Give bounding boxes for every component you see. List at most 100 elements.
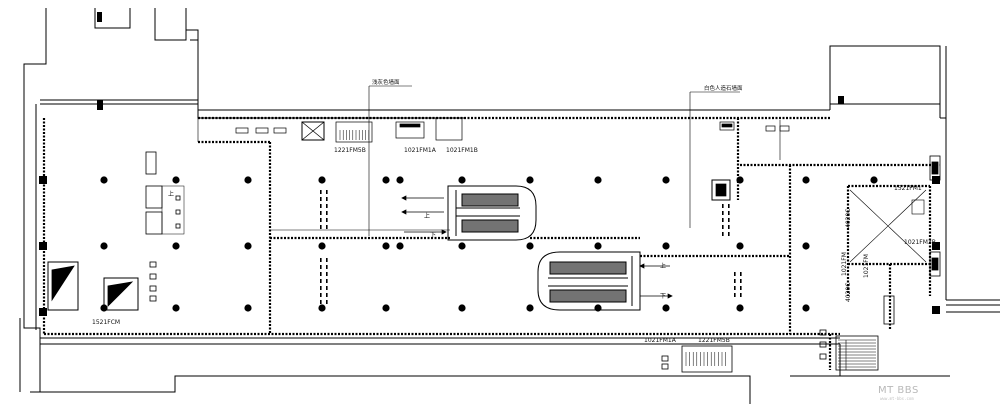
round-column	[100, 242, 108, 250]
floor-stripe	[734, 279, 736, 283]
floor-stripe	[728, 232, 730, 236]
floor-stripe	[320, 190, 322, 194]
round-column	[396, 242, 404, 250]
room-label: 1021FM	[841, 252, 848, 276]
round-column	[382, 304, 390, 312]
round-column	[526, 176, 534, 184]
bottom-stair-hatch	[685, 339, 876, 368]
round-column	[594, 304, 602, 312]
round-column	[382, 176, 390, 184]
annotation-white-stone-wall: 白色人造石墙面	[704, 84, 743, 92]
round-column	[870, 176, 878, 184]
floor-stripe	[326, 258, 328, 262]
floor-stripe	[326, 300, 328, 304]
round-column	[736, 304, 744, 312]
floor-stripe	[320, 258, 322, 262]
round-column	[526, 304, 534, 312]
floor-stripe	[740, 286, 742, 290]
room-label: 1021FM	[863, 254, 870, 278]
column	[932, 242, 940, 250]
floor-stripe	[728, 218, 730, 222]
floor-stripe	[326, 225, 328, 229]
floor-stripe	[326, 279, 328, 283]
column	[97, 100, 103, 110]
round-column	[244, 304, 252, 312]
floor-stripe	[320, 286, 322, 290]
door-label: 1521FM1	[894, 185, 922, 192]
room-label: 4020C	[845, 209, 852, 228]
floor-stripe	[722, 204, 724, 208]
floor-stripe	[320, 211, 322, 215]
room-label: 4020C	[845, 283, 852, 302]
round-column	[736, 176, 744, 184]
door-label: 1521FCM	[92, 319, 120, 326]
round-columns	[100, 176, 878, 312]
column	[838, 96, 844, 104]
floor-stripe	[320, 279, 322, 283]
floor-stripe	[326, 265, 328, 269]
watermark-url: www.mt-bbs.com	[880, 396, 914, 401]
escalator-up-label: 上	[660, 262, 666, 270]
round-column	[244, 242, 252, 250]
floor-stripe	[722, 218, 724, 222]
round-column	[594, 242, 602, 250]
round-column	[172, 176, 180, 184]
stair-mark-label: 上	[168, 190, 174, 198]
floor-stripe	[320, 293, 322, 297]
round-column	[382, 242, 390, 250]
round-column	[594, 176, 602, 184]
floor-stripe	[722, 211, 724, 215]
round-column	[526, 242, 534, 250]
floor-stripe	[320, 225, 322, 229]
escalator-up-label: 上	[424, 212, 430, 220]
floor-stripe	[722, 225, 724, 229]
floor-stripe	[326, 211, 328, 215]
thin-lines	[197, 118, 927, 370]
floor-stripe	[320, 300, 322, 304]
floor-stripe	[722, 232, 724, 236]
round-column	[662, 304, 670, 312]
watermark-brand: MT BBS	[878, 385, 919, 396]
round-column	[736, 242, 744, 250]
round-column	[802, 176, 810, 184]
leader-lines	[368, 85, 740, 236]
floor-stripes	[320, 190, 742, 304]
door-label: 1021FM1A	[644, 337, 677, 344]
door-label: 1021FM3B	[904, 239, 936, 246]
partition-walls	[42, 116, 940, 370]
column	[932, 306, 940, 314]
floor-stripe	[320, 197, 322, 201]
round-column	[662, 242, 670, 250]
round-column	[458, 304, 466, 312]
escalator-down-label: 下	[430, 232, 436, 239]
round-column	[458, 242, 466, 250]
round-column	[172, 242, 180, 250]
door-label: 1221FM5B	[334, 147, 366, 154]
floor-stripe	[734, 286, 736, 290]
floor-stripe	[740, 272, 742, 276]
round-column	[318, 304, 326, 312]
round-column	[172, 304, 180, 312]
floor-stripe	[728, 225, 730, 229]
left-room-fixtures	[47, 151, 185, 311]
direction-arrows	[401, 195, 673, 299]
top-band-fixtures	[235, 117, 790, 201]
floor-stripe	[320, 272, 322, 276]
round-column	[396, 176, 404, 184]
round-column	[802, 242, 810, 250]
floor-stripe	[320, 204, 322, 208]
round-column	[318, 242, 326, 250]
floor-stripe	[728, 211, 730, 215]
annotation-gray-wall: 浅灰色墙面	[372, 78, 400, 86]
round-column	[458, 176, 466, 184]
escalator-down-label: 下	[660, 293, 666, 300]
column	[39, 308, 47, 316]
door-label: 1021FM1B	[446, 147, 478, 154]
floor-stripe	[728, 204, 730, 208]
column	[97, 12, 102, 22]
floor-stripe	[320, 218, 322, 222]
floor-stripe	[326, 197, 328, 201]
round-column	[244, 176, 252, 184]
floor-stripe	[320, 265, 322, 269]
